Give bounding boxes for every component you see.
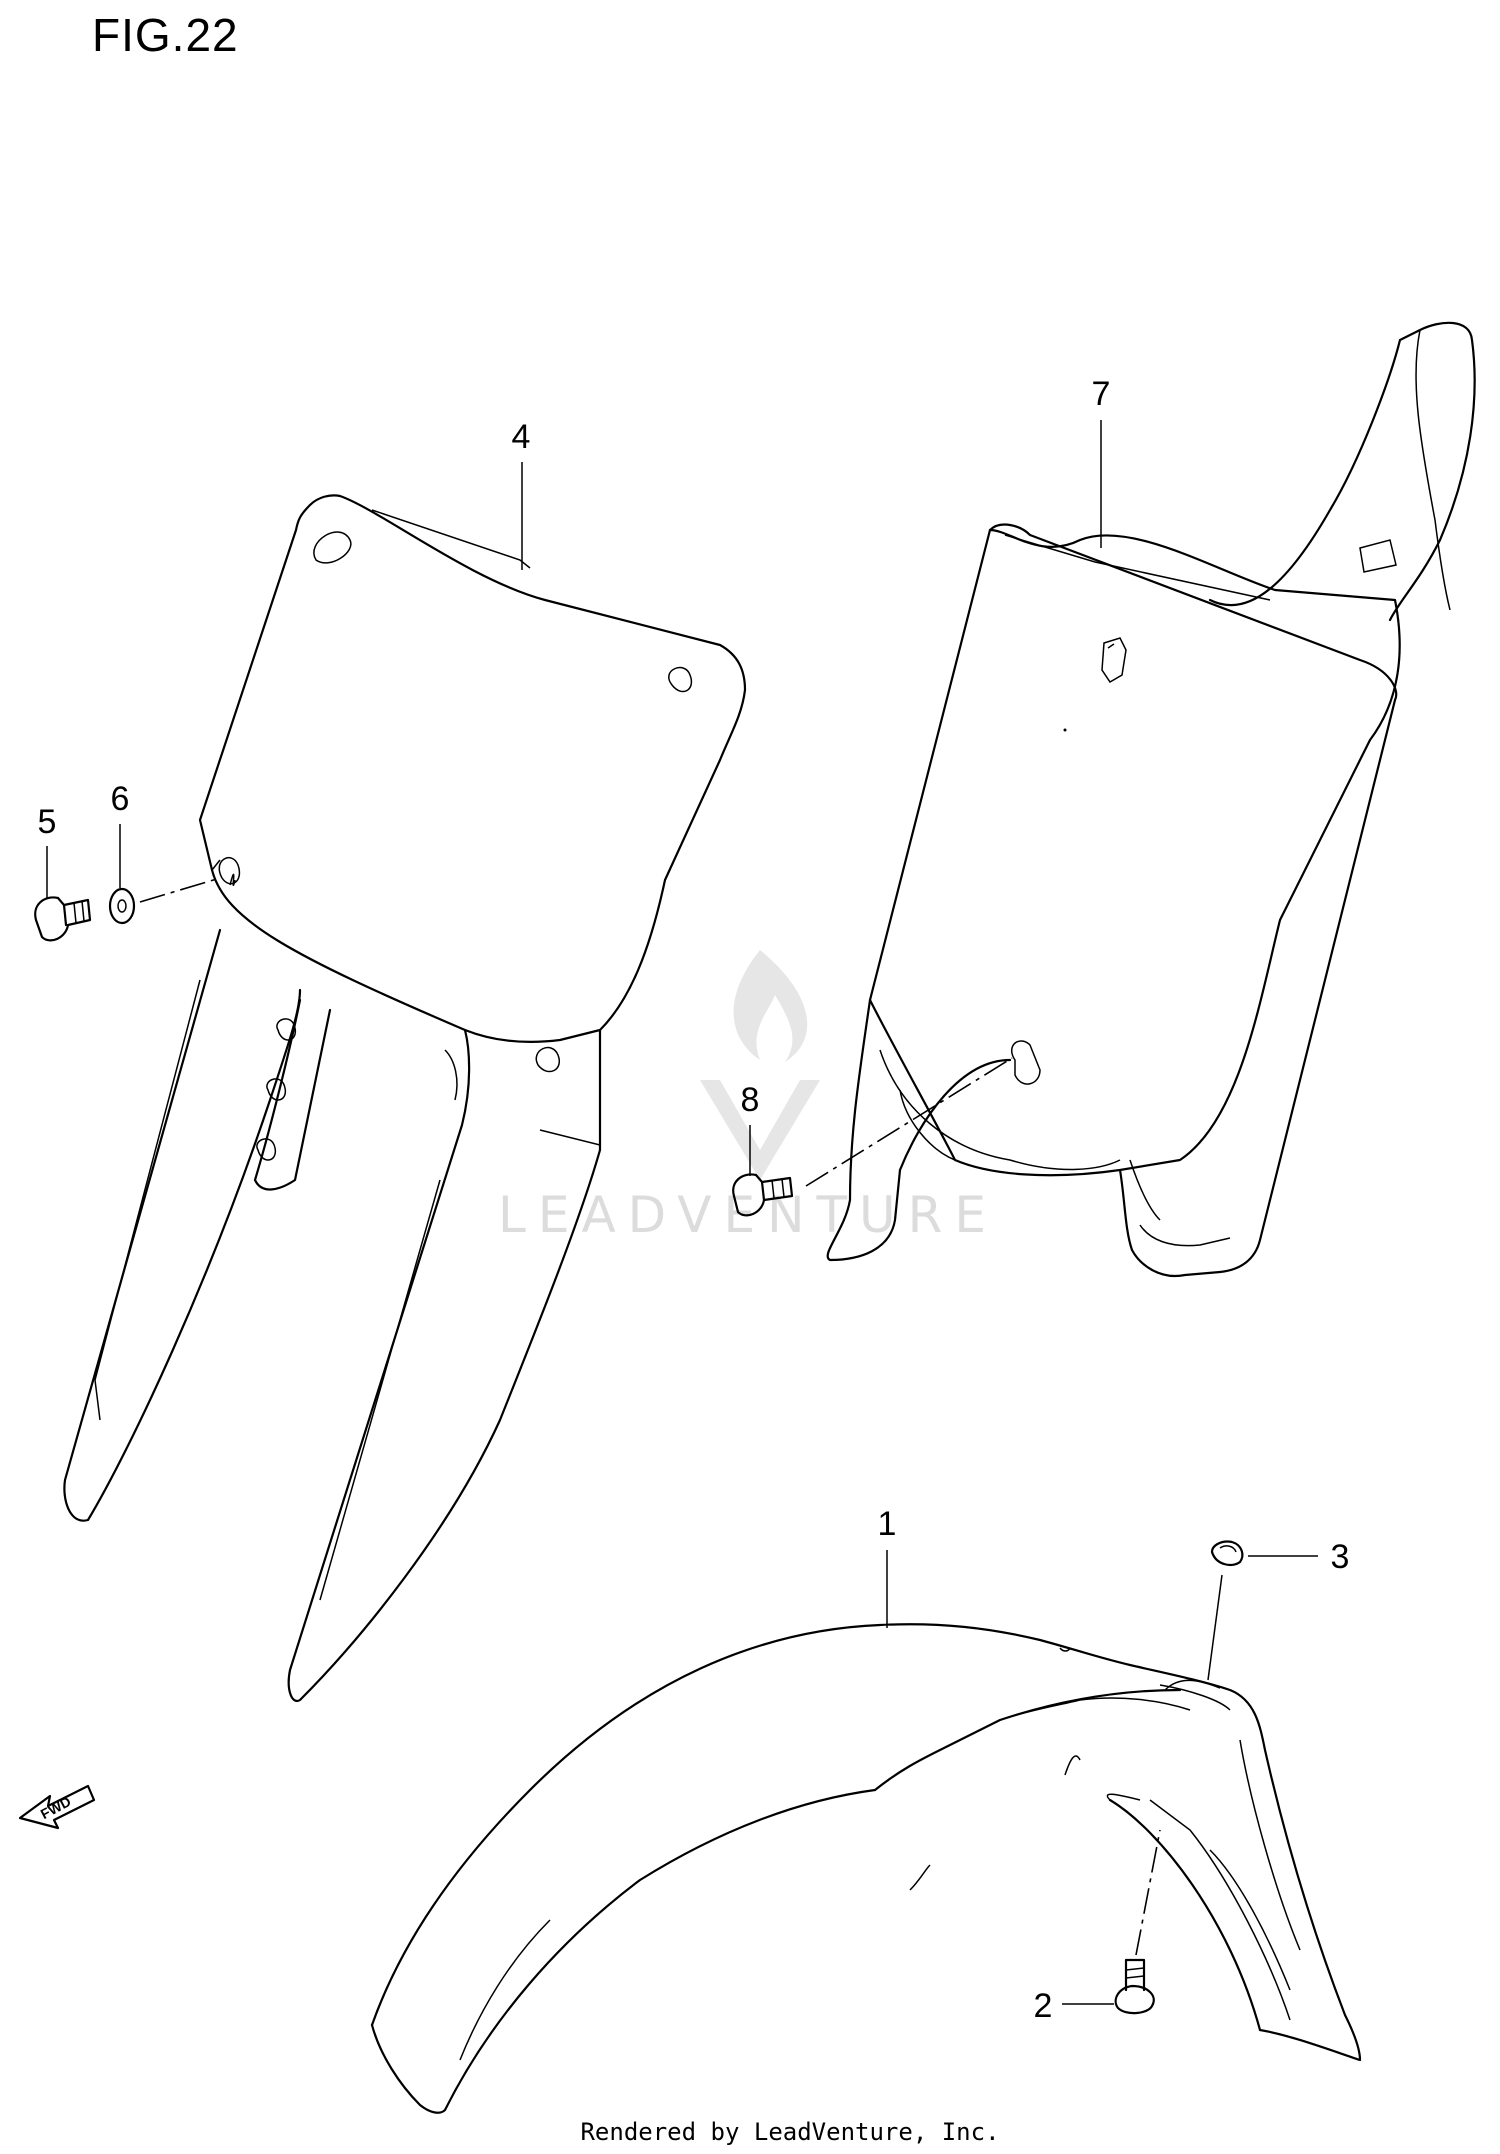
forward-arrow-icon: FWD [18,1784,96,1830]
flame-logo-icon [700,950,820,1180]
part-label-4: 4 [512,418,531,456]
part-6-washer [108,887,136,925]
part-label-7: 7 [1092,375,1111,413]
part-2-bolt [1114,1958,1155,2015]
assembly-line-6-to-4 [139,877,221,903]
part-4-number-plate [63,494,747,1703]
part-7-number-plate [826,321,1476,1278]
footer-credit: Rendered by LeadVenture, Inc. [580,2118,1000,2146]
part-3-grommet [1210,1540,1244,1567]
figure-title: FIG.22 [92,9,239,61]
part-label-3: 3 [1331,1538,1350,1576]
part-label-6: 6 [111,780,130,818]
part-label-1: 1 [878,1505,897,1543]
assembly-line-2-to-fender [1135,1829,1161,1956]
part-label-8: 8 [741,1081,760,1119]
part-1-front-fender [370,1623,1362,2114]
part-8-bolt [732,1173,794,1217]
assembly-line-8-to-7 [805,1057,1013,1187]
part-5-bolt [34,896,92,942]
leader-line-3-to-fender [1207,1574,1223,1681]
part-label-2: 2 [1034,1987,1053,2025]
fwd-label: FWD [38,1793,74,1822]
part-label-5: 5 [38,803,57,841]
